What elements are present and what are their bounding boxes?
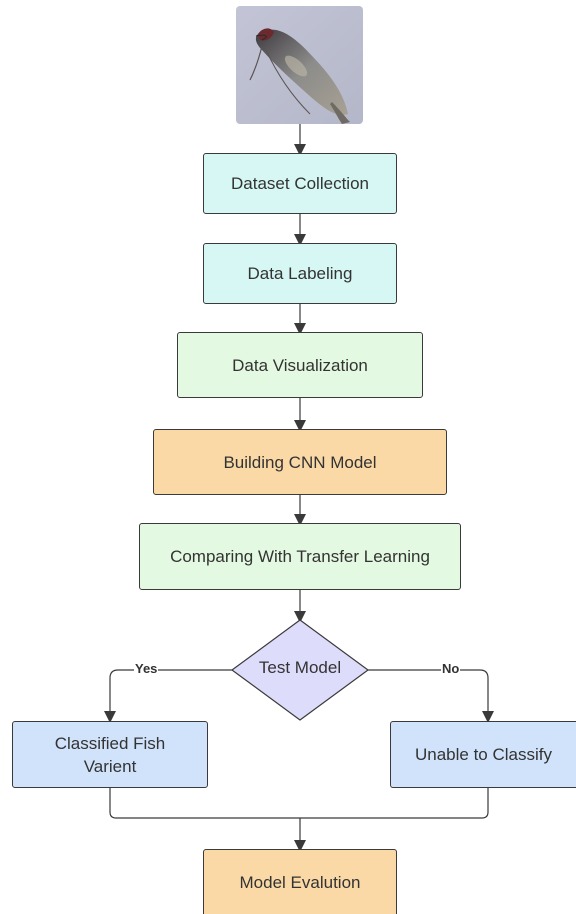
- dataset-collection-label: Dataset Collection: [231, 174, 369, 193]
- classified-fish-node: Classified Fish Varient: [12, 721, 208, 788]
- transfer-learning-node: Comparing With Transfer Learning: [139, 523, 461, 590]
- data-visualization-label: Data Visualization: [232, 355, 368, 375]
- data-labeling-node: Data Labeling: [203, 243, 397, 304]
- arrow-test-to-classified: [104, 669, 232, 723]
- fish-image: [236, 6, 363, 124]
- no-label: No: [441, 661, 461, 676]
- transfer-learning-label: Comparing With Transfer Learning: [170, 547, 430, 566]
- fish-photo: [236, 6, 363, 124]
- building-cnn-node: Building CNN Model: [153, 429, 447, 495]
- data-labeling-label: Data Labeling: [247, 264, 353, 283]
- unable-to-classify-node: Unable to Classify: [390, 721, 576, 788]
- yes-label: Yes: [134, 661, 159, 676]
- model-evaluation-node: Model Evalution: [203, 849, 397, 914]
- unable-to-classify-label: Unable to Classify: [414, 745, 552, 764]
- connector-unable-merge: [300, 788, 489, 819]
- test-model-label: Test Model: [258, 658, 342, 677]
- data-visualization-node: Data Visualization: [177, 332, 423, 398]
- classified-fish-label: Classified Fish Varient: [54, 733, 166, 776]
- connector-classified-merge: [109, 788, 300, 819]
- arrow-test-to-unable: [368, 669, 494, 723]
- test-model-diamond: [230, 619, 370, 721]
- dataset-collection-node: Dataset Collection: [203, 153, 397, 214]
- building-cnn-label: Building CNN Model: [223, 452, 377, 472]
- model-evaluation-label: Model Evalution: [239, 872, 361, 892]
